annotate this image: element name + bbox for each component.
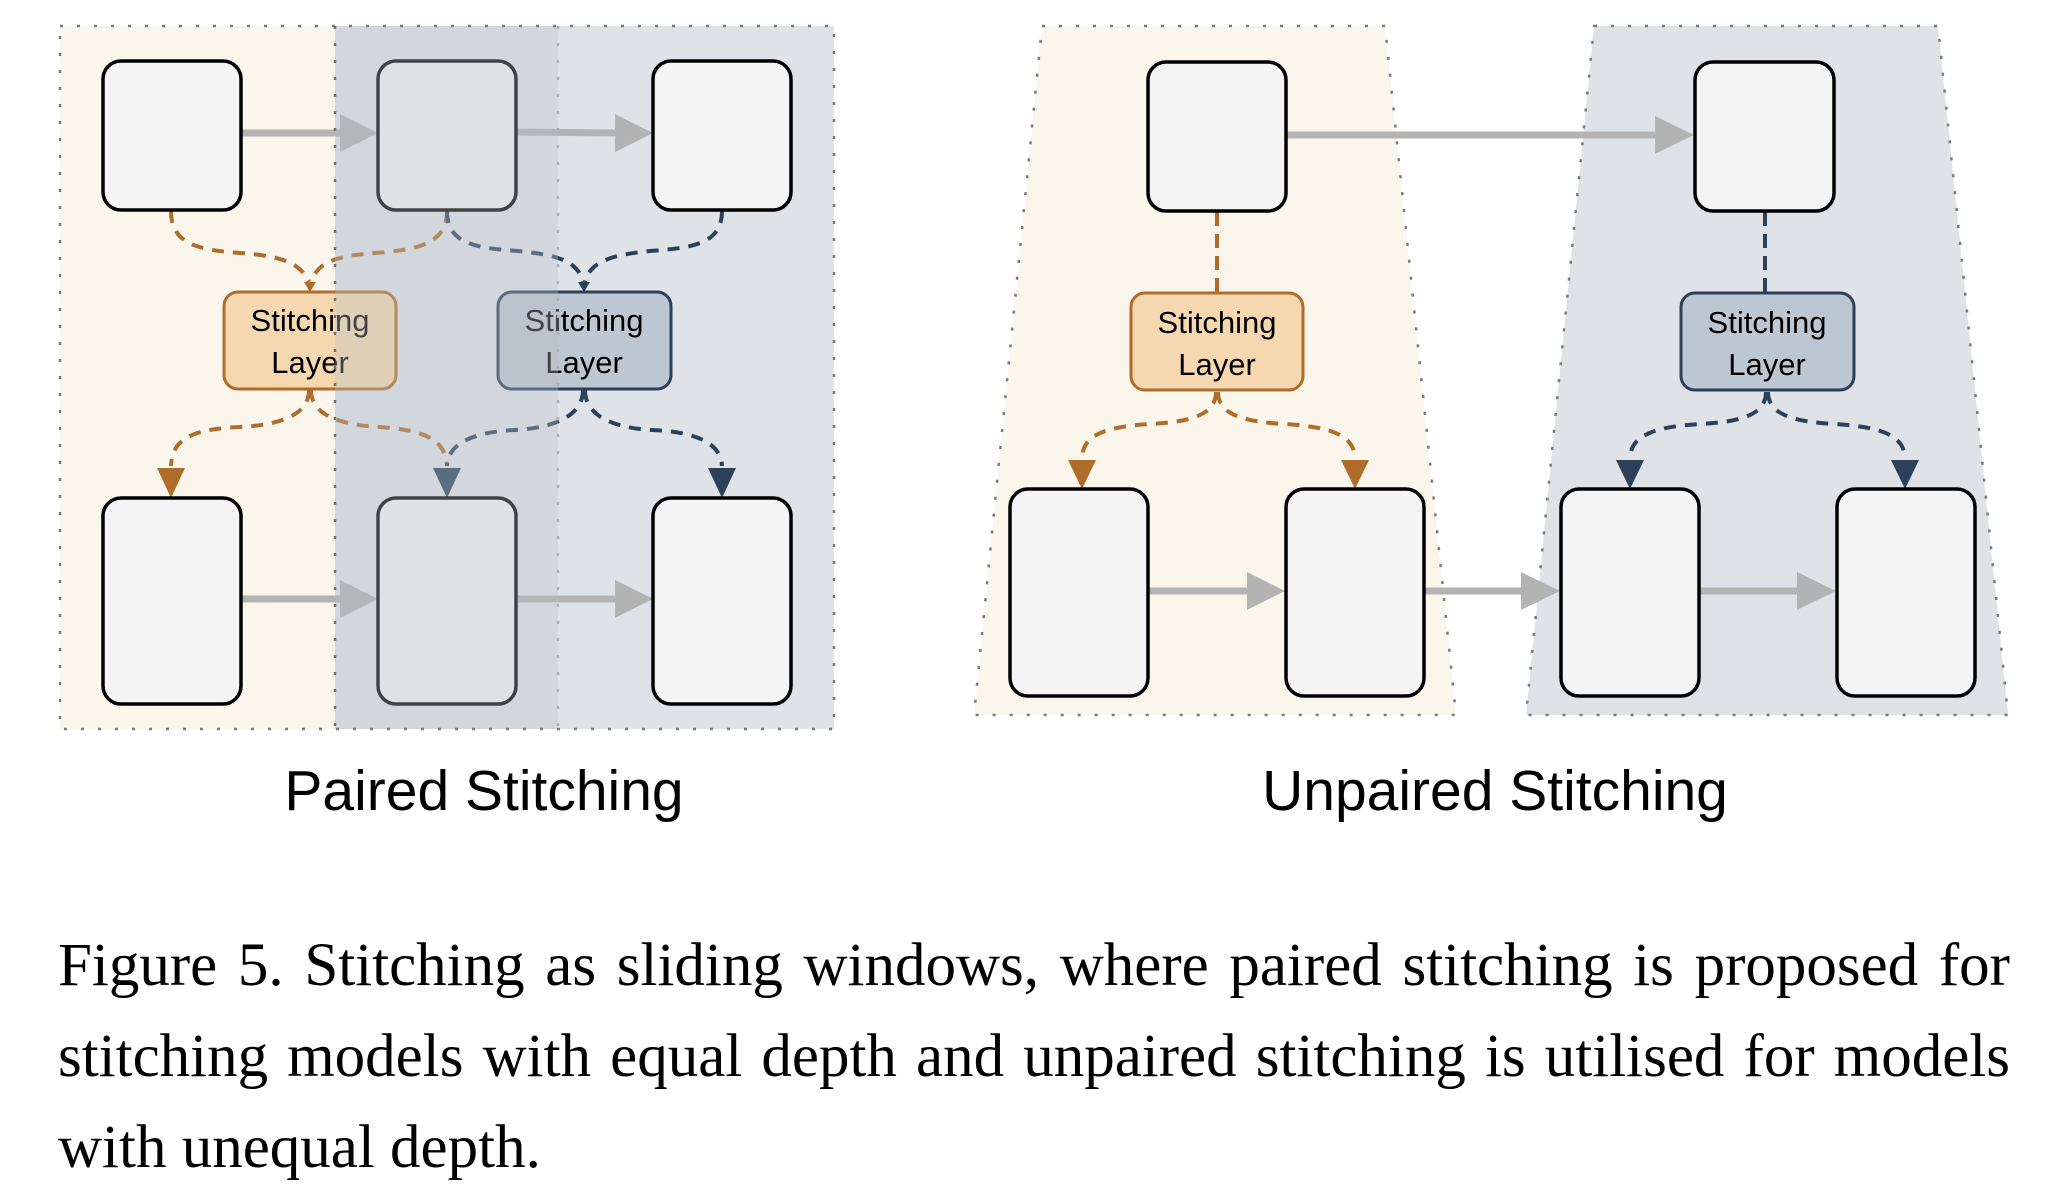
- unpaired-orange-down-arrowhead-1: [1068, 460, 1096, 489]
- unpaired-model-a-block-2: [1693, 60, 1836, 213]
- paired-bottom-arrow-2: [516, 580, 653, 618]
- paired-model-a-block-2: [376, 59, 518, 212]
- unpaired-stitching-title: Unpaired Stitching: [1262, 759, 1728, 823]
- unpaired-stitching-panel: Stitching Layer Stitching Layer Unpaired…: [972, 24, 2010, 823]
- stitching-layer-label-line1: Stitching: [1708, 305, 1827, 340]
- paired-model-a-block-1: [101, 59, 243, 212]
- paired-model-a-block-3: [651, 59, 793, 212]
- unpaired-model-b-block-1: [1008, 487, 1150, 698]
- paired-blue-down-arrowhead-2: [708, 468, 736, 498]
- stitching-layer-label-line2: Layer: [1178, 347, 1256, 382]
- unpaired-blue-out-links: [1628, 391, 1907, 459]
- unpaired-orange-out-links: [1080, 391, 1357, 459]
- paired-model-b-block-3: [651, 496, 793, 706]
- unpaired-model-a-block-1: [1146, 60, 1288, 213]
- unpaired-blue-down-arrowhead-1: [1616, 460, 1644, 489]
- unpaired-bottom-arrow-3: [1699, 572, 1836, 610]
- paired-top-arrow-2: [515, 114, 653, 152]
- unpaired-top-arrow: [1286, 116, 1694, 154]
- paired-window-border: [58, 24, 836, 731]
- paired-window-overlay: [335, 26, 558, 729]
- paired-blue-down-arrowhead-1: [433, 468, 461, 498]
- paired-top-arrow-1: [241, 114, 378, 152]
- paired-blue-out-links: [445, 389, 724, 467]
- stitching-layer-label-line1: Stitching: [525, 303, 644, 338]
- paired-model-b-block-1: [101, 496, 243, 706]
- paired-stitching-layer-blue: Stitching Layer: [496, 290, 673, 391]
- paired-stitching-title: Paired Stitching: [284, 759, 683, 823]
- paired-blue-in-arrowhead: [578, 282, 590, 292]
- unpaired-stitching-layer-orange: Stitching Layer: [1129, 291, 1305, 392]
- paired-blue-in-links: [445, 210, 724, 283]
- unpaired-stitching-layer-blue: Stitching Layer: [1679, 291, 1856, 392]
- paired-bottom-arrow-1: [241, 580, 378, 618]
- unpaired-model-b-block-3: [1559, 487, 1701, 698]
- paired-stitching-panel: Stitching Layer Stitching Layer Paired S…: [58, 24, 836, 823]
- stitching-layer-label-line1: Stitching: [251, 303, 370, 338]
- paired-orange-out-links: [169, 389, 449, 467]
- stitching-layer-label-line1: Stitching: [1158, 305, 1277, 340]
- unpaired-model-b-block-2: [1284, 487, 1426, 698]
- unpaired-bottom-arrow-2: [1424, 572, 1560, 610]
- paired-orange-in-links: [169, 210, 449, 283]
- stitching-layer-label-line2: Layer: [1728, 347, 1806, 382]
- unpaired-model-b-block-4: [1835, 487, 1977, 698]
- unpaired-blue-down-arrowhead-2: [1891, 460, 1919, 489]
- paired-orange-down-arrowhead: [157, 468, 185, 498]
- paired-model-b-block-2: [376, 496, 518, 706]
- unpaired-orange-down-arrowhead-2: [1341, 460, 1369, 489]
- unpaired-bottom-arrow-1: [1148, 572, 1285, 610]
- figure-caption: Figure 5. Stitching as sliding windows, …: [58, 932, 2010, 1181]
- paired-orange-in-arrowhead: [304, 282, 316, 292]
